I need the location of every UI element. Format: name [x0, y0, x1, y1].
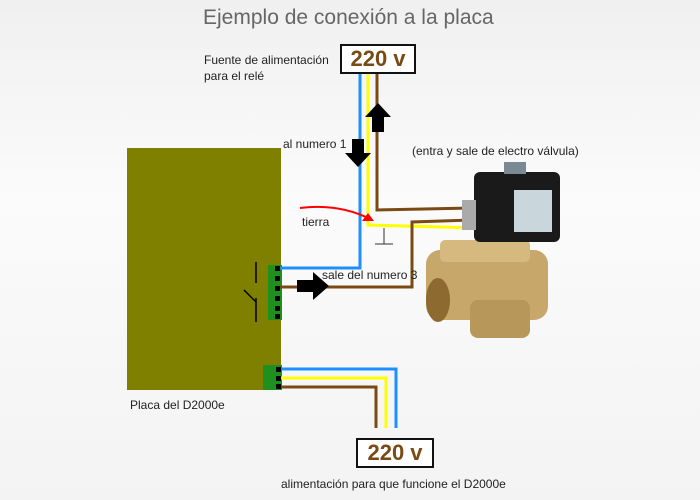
- arrow-down-icon: [345, 139, 371, 167]
- board-label: Placa del D2000e: [130, 398, 225, 412]
- from-number-3-label: sale del numero 3: [322, 268, 418, 282]
- bottom-yellow-wire: [281, 376, 388, 428]
- top-voltage-box: 220 v: [340, 44, 416, 74]
- bottom-brown-wire: [281, 385, 378, 428]
- switch-icon: [243, 262, 257, 322]
- relay-terminal: [268, 265, 282, 320]
- relay-supply-label-2: para el relé: [204, 69, 265, 83]
- yellow-wire: [366, 74, 479, 230]
- terminal-pins: [275, 266, 281, 389]
- bottom-voltage-box: 220 v: [356, 438, 434, 468]
- arrow-up-icon: [365, 103, 391, 132]
- brown-return-wire: [280, 218, 473, 289]
- arrow-right-icon: [297, 272, 329, 300]
- board-supply-label: alimentación para que funcione el D2000e: [281, 477, 506, 491]
- valve-note-label: (entra y sale de electro válvula): [412, 144, 579, 158]
- brown-wire: [375, 74, 473, 212]
- ground-label: tierra: [302, 215, 330, 229]
- bottom-blue-wire: [281, 367, 398, 428]
- solenoid-valve-image: [426, 162, 560, 338]
- relay-supply-label: Fuente de alimentación: [204, 53, 329, 67]
- diagram-title: Ejemplo de conexión a la placa: [203, 6, 494, 29]
- to-number-1-label: al numero 1: [283, 137, 347, 151]
- blue-wire: [280, 74, 362, 270]
- ground-icon: [375, 228, 393, 245]
- board: [127, 148, 281, 390]
